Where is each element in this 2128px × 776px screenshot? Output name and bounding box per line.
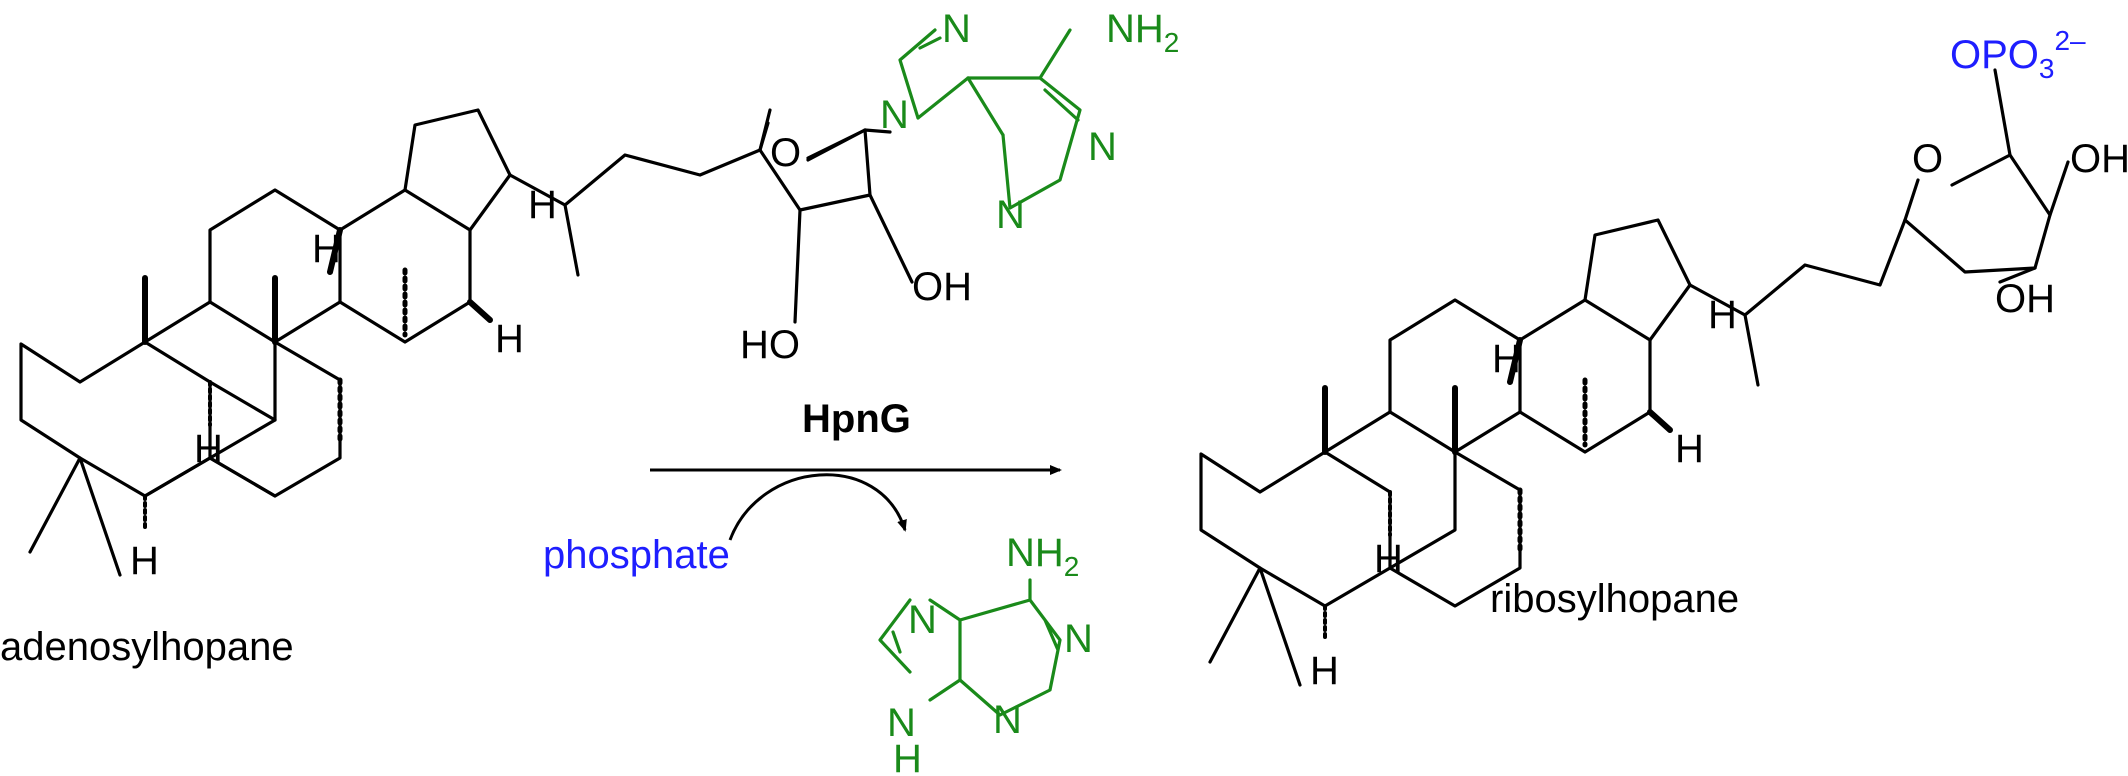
released-n3-label: N [993, 698, 1022, 742]
ring-b-lower [208, 340, 342, 498]
released-adenine-pyrimidine [958, 578, 1062, 717]
h-bond-c17 [467, 299, 493, 323]
adenine-n3-label: N [996, 193, 1025, 237]
adenine-nh2-label: NH2 [1106, 7, 1179, 58]
p-h-label-c17: H [1675, 427, 1704, 471]
p-h-bond-c17 [1647, 409, 1673, 433]
adenine-n9-label: N [880, 93, 909, 137]
released-adenine: N N N N H NH2 [878, 531, 1093, 776]
p-h-label-c9: H [1374, 537, 1403, 581]
h-label-c9: H [194, 427, 223, 471]
p-h-bond-c18 [1507, 337, 1523, 385]
p-h-label-c21: H [1708, 293, 1737, 337]
p-side-chain [1688, 218, 1907, 387]
p-ring-c [1388, 298, 1522, 454]
substrate-name: adenosylhopane [0, 625, 294, 669]
ring-d [338, 188, 472, 344]
ribose-o-label: O [770, 131, 801, 175]
released-h-label: H [893, 737, 922, 776]
p-ribose-oh2 [2048, 160, 2070, 217]
p-gem-dimethyl [1208, 566, 1302, 687]
ribose-oh2 [868, 193, 914, 284]
cosubstrate-label: phosphate [543, 533, 730, 577]
adenine-pyrimidine [966, 28, 1082, 210]
adenosylhopane-structure: H H H H H O OH HO [19, 108, 972, 583]
side-chain [508, 148, 762, 277]
released-n7-label: N [908, 598, 937, 642]
ring-c [208, 188, 342, 344]
h-bond-c18 [327, 227, 343, 275]
oh-label-2: OH [912, 265, 972, 309]
p-ring-d [1518, 298, 1652, 454]
p-oh-label-2: OH [2070, 137, 2128, 181]
h-label-c5: H [130, 539, 159, 583]
ho-label-3: HO [740, 323, 800, 367]
phosphate-group-label: OPO32– [1950, 25, 2086, 84]
p-h-label-c5: H [1310, 649, 1339, 693]
ribose-oh3 [793, 208, 802, 324]
released-n9-label: N [887, 701, 916, 745]
p-oh-label-3: OH [1995, 277, 2055, 321]
enzyme-label: HpnG [802, 397, 911, 441]
released-nh2-label: NH2 [1006, 531, 1079, 582]
product-name: ribosylhopane [1490, 577, 1739, 621]
p-ribose-c1-o [1993, 68, 2012, 157]
released-adenine-imidazole [878, 598, 962, 702]
p-ribose-oh3 [1998, 266, 2037, 284]
ribose-c4-o [758, 121, 770, 152]
ribose-o-c1 [806, 128, 867, 162]
adenine-substituent: N N N N NH2 [880, 7, 1179, 237]
ring-e [403, 108, 512, 232]
h-label-c21: H [528, 183, 557, 227]
gem-dimethyl [28, 456, 122, 577]
p-ring-e [1583, 218, 1692, 342]
p-ribose-o-label: O [1912, 137, 1943, 181]
reaction-arrow-group: HpnG phosphate [543, 397, 1062, 577]
adenine-n1-label: N [1088, 125, 1117, 169]
p-ring-a [1199, 450, 1392, 608]
ribosylhopane-structure: H H H H H [1199, 218, 1907, 693]
curved-arrow [728, 473, 907, 541]
adenine-imidazole [898, 28, 1005, 137]
adenine-n7-label: N [942, 7, 971, 51]
p-ring-b-lower [1388, 450, 1522, 608]
released-n1-label: N [1064, 617, 1093, 661]
p-ribose-ring [1903, 153, 2052, 274]
ribose-phosphate: O OH OH OPO32– [1903, 25, 2128, 321]
h-label-c17: H [495, 317, 524, 361]
glycosidic-bond [863, 128, 892, 134]
